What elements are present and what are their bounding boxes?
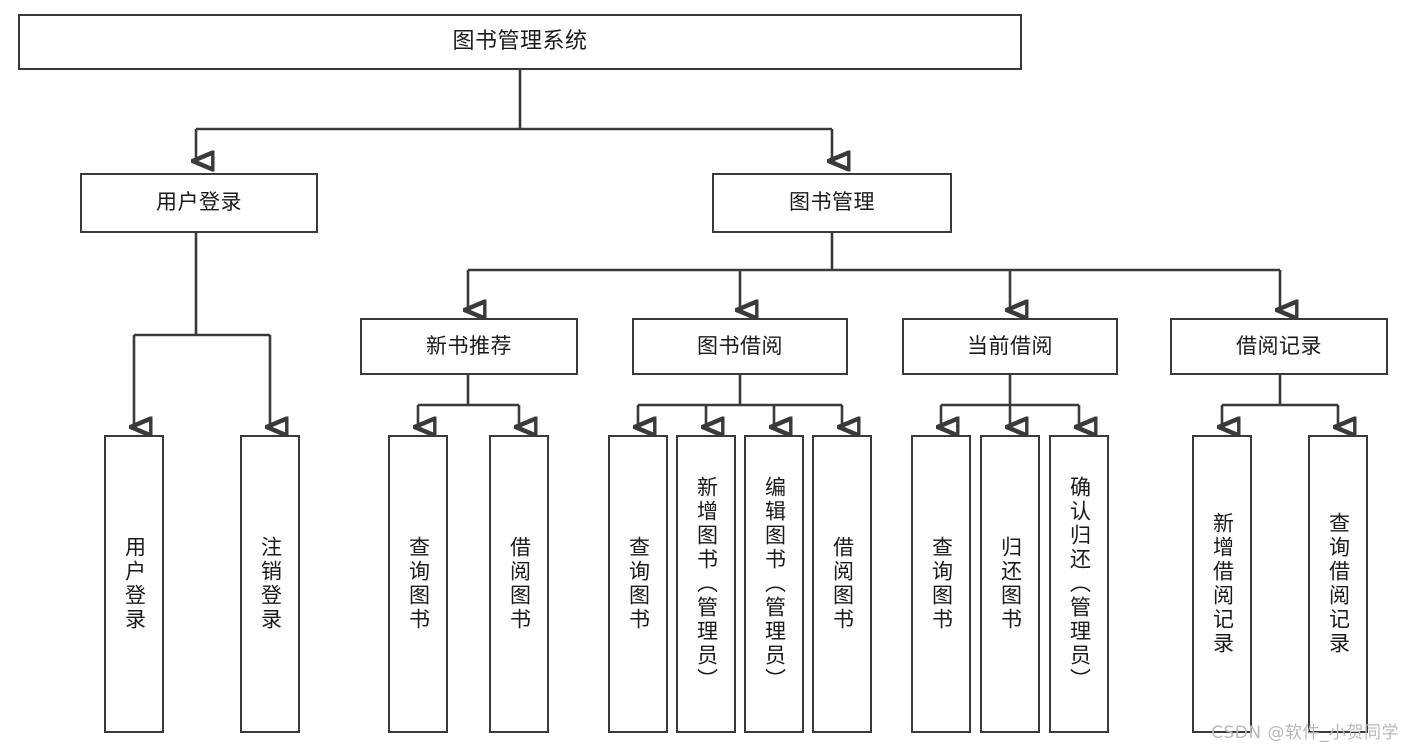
node-leaf-new-book-1[interactable]: 查询图书 xyxy=(388,435,448,733)
node-book-manage-label: 图书管理 xyxy=(789,190,875,215)
node-leaf-label: 查询图书 xyxy=(406,536,431,632)
node-leaf-current-borrow-2[interactable]: 归还图书 xyxy=(980,435,1040,733)
node-leaf-book-borrow-1[interactable]: 查询图书 xyxy=(608,435,668,733)
node-leaf-book-borrow-3[interactable]: 编辑图书（管理员） xyxy=(744,435,804,733)
node-leaf-label: 新增图书（管理员） xyxy=(694,476,719,692)
node-leaf-new-book-2[interactable]: 借阅图书 xyxy=(489,435,549,733)
node-leaf-label: 借阅图书 xyxy=(507,536,532,632)
node-root[interactable]: 图书管理系统 xyxy=(18,14,1022,70)
node-leaf-book-borrow-4[interactable]: 借阅图书 xyxy=(812,435,872,733)
node-leaf-label: 查询图书 xyxy=(626,536,651,632)
node-leaf-borrow-record-1[interactable]: 新增借阅记录 xyxy=(1192,435,1252,733)
node-borrow-record-label: 借阅记录 xyxy=(1236,333,1322,358)
node-leaf-current-borrow-3[interactable]: 确认归还（管理员） xyxy=(1049,435,1109,733)
node-new-book-recommend[interactable]: 新书推荐 xyxy=(360,318,578,375)
node-book-borrow-label: 图书借阅 xyxy=(697,333,783,358)
node-leaf-user-login-1[interactable]: 用户登录 xyxy=(104,435,164,733)
node-current-borrow-label: 当前借阅 xyxy=(967,333,1053,358)
node-leaf-label: 新增借阅记录 xyxy=(1210,512,1235,656)
node-leaf-label: 确认归还（管理员） xyxy=(1067,476,1092,692)
node-new-book-recommend-label: 新书推荐 xyxy=(426,333,512,358)
node-leaf-label: 查询图书 xyxy=(929,536,954,632)
node-leaf-label: 借阅图书 xyxy=(830,536,855,632)
node-leaf-current-borrow-1[interactable]: 查询图书 xyxy=(911,435,971,733)
node-leaf-borrow-record-2[interactable]: 查询借阅记录 xyxy=(1308,435,1368,733)
node-leaf-label: 归还图书 xyxy=(998,536,1023,632)
node-book-manage[interactable]: 图书管理 xyxy=(712,173,952,233)
node-root-label: 图书管理系统 xyxy=(452,28,588,54)
node-leaf-user-login-2[interactable]: 注销登录 xyxy=(240,435,300,733)
node-user-login-label: 用户登录 xyxy=(156,190,242,215)
node-user-login[interactable]: 用户登录 xyxy=(80,173,318,233)
node-leaf-label: 用户登录 xyxy=(122,536,147,632)
node-leaf-label: 编辑图书（管理员） xyxy=(762,476,787,692)
node-book-borrow[interactable]: 图书借阅 xyxy=(632,318,848,375)
node-borrow-record[interactable]: 借阅记录 xyxy=(1170,318,1388,375)
node-current-borrow[interactable]: 当前借阅 xyxy=(902,318,1118,375)
node-leaf-label: 查询借阅记录 xyxy=(1326,512,1351,656)
node-leaf-label: 注销登录 xyxy=(258,536,283,632)
node-leaf-book-borrow-2[interactable]: 新增图书（管理员） xyxy=(676,435,736,733)
